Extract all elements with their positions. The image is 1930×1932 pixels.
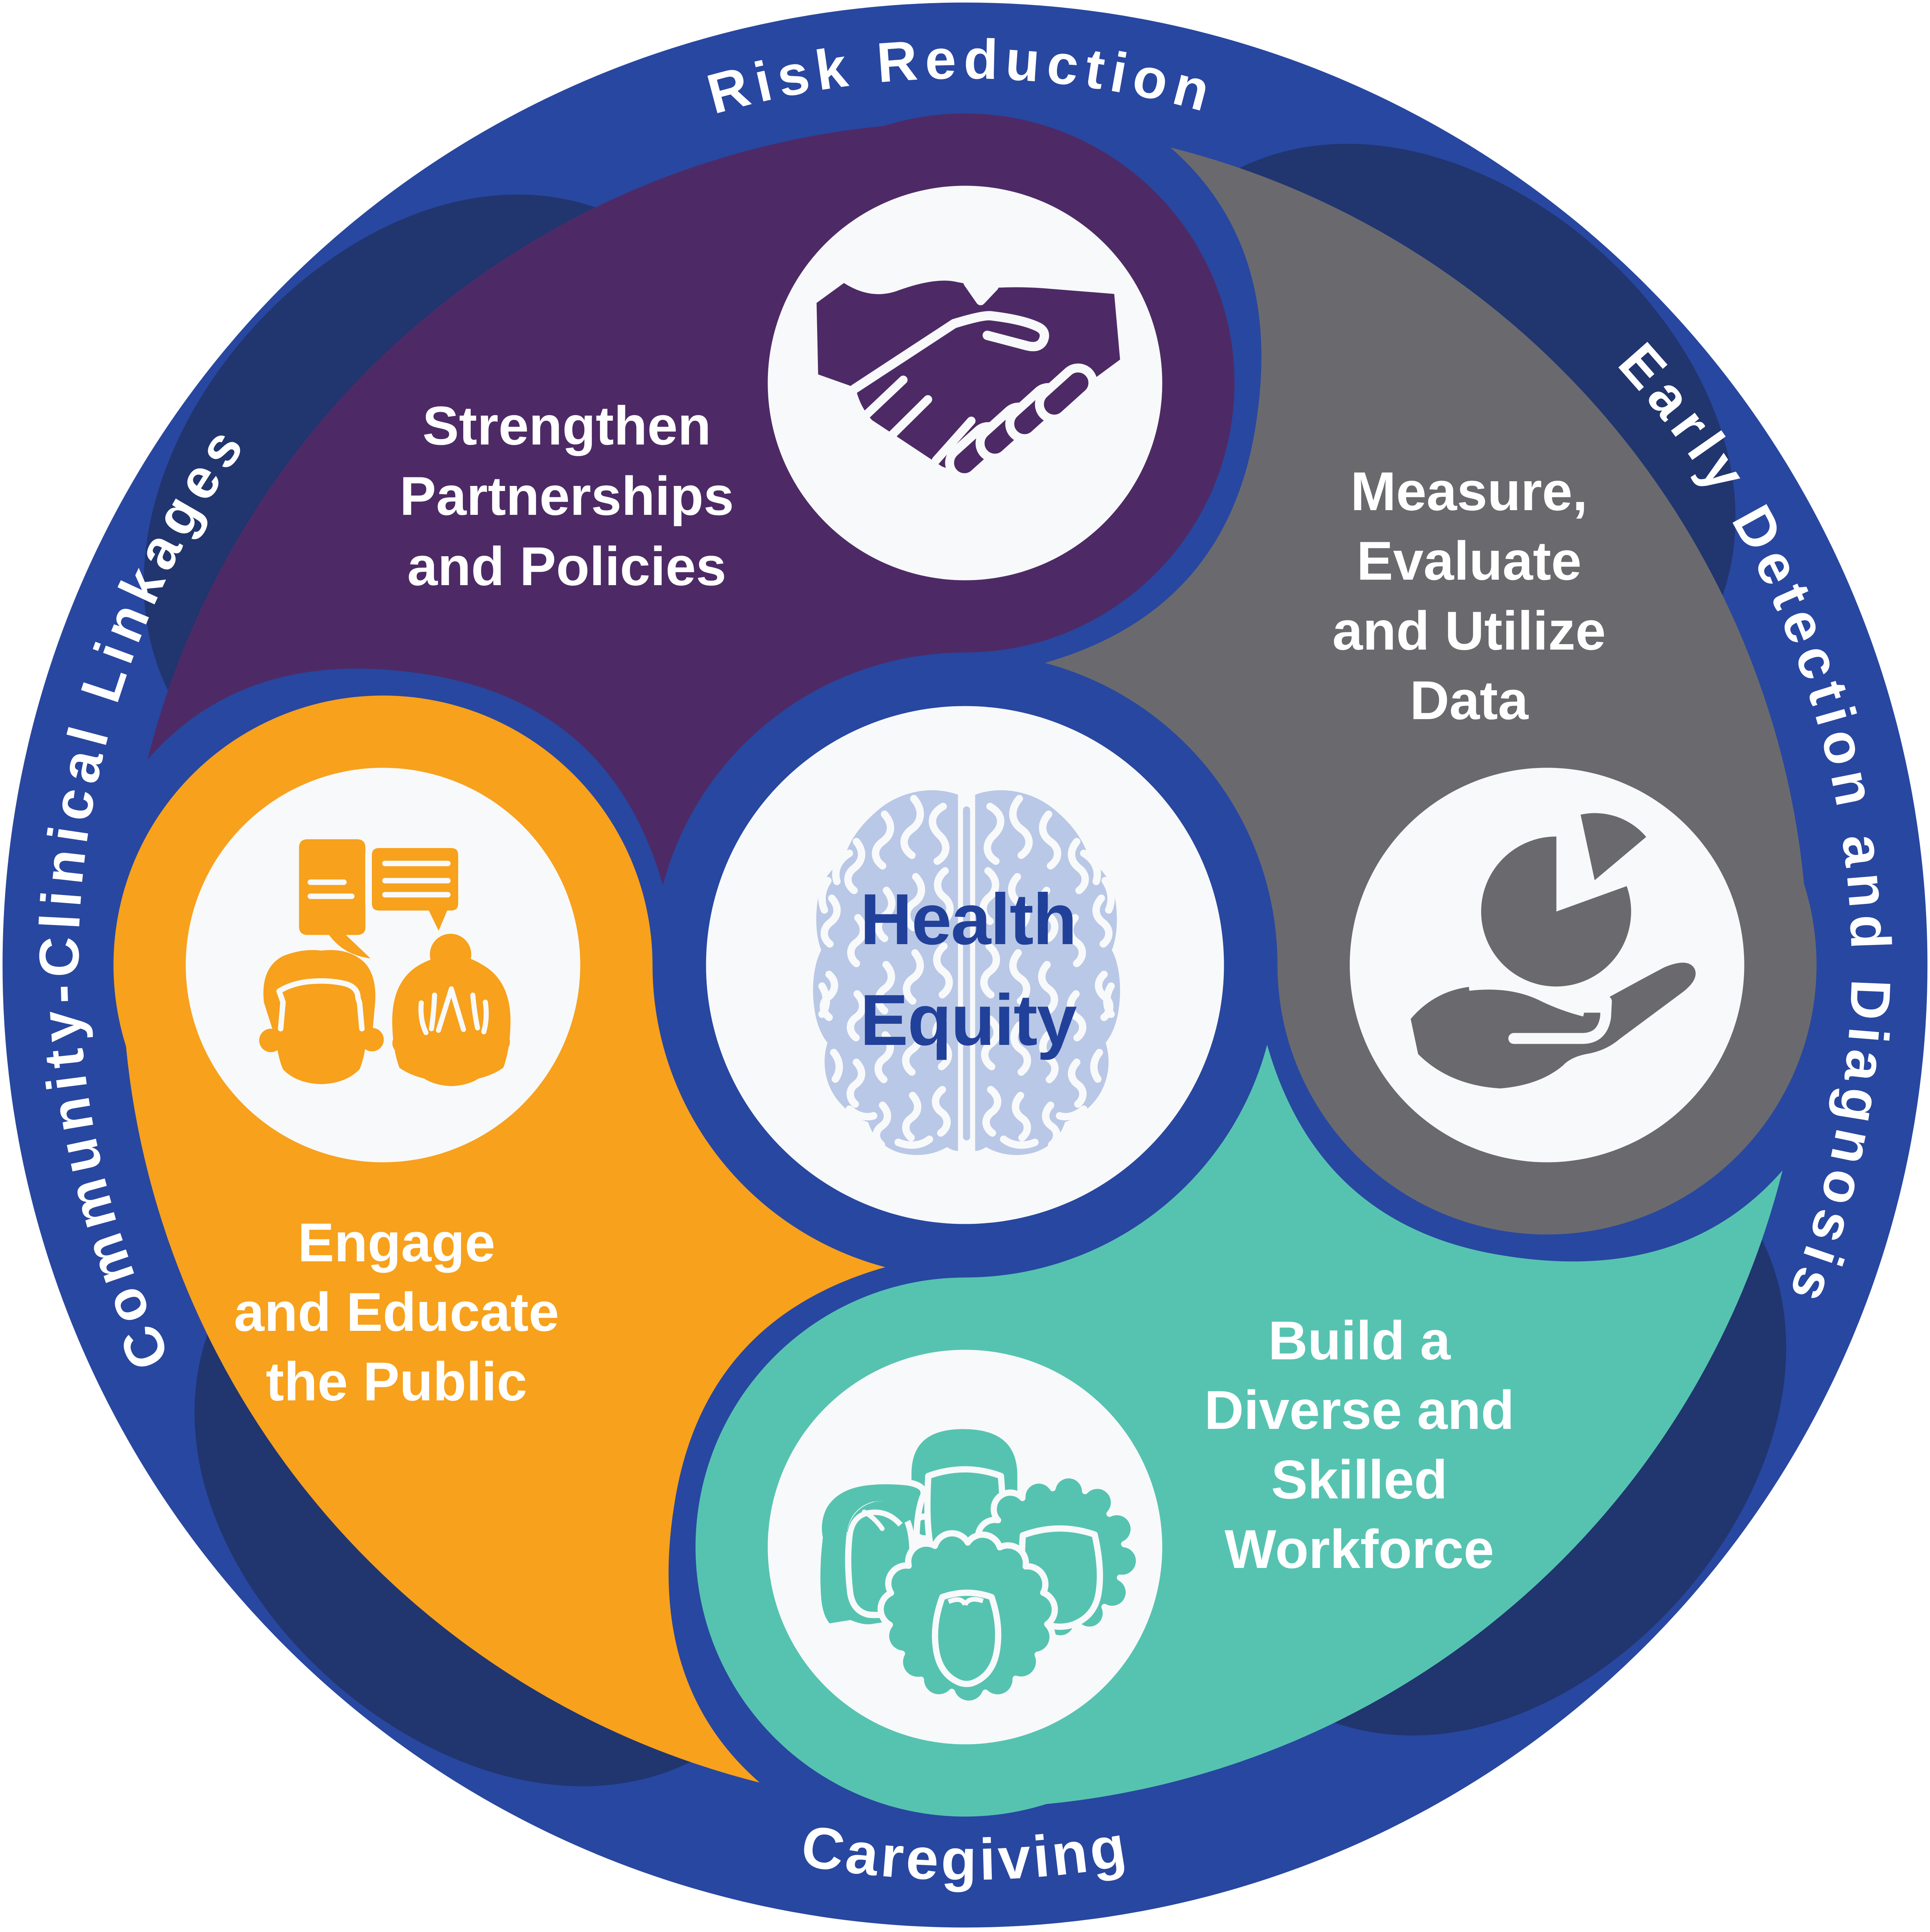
svg-text:Evaluate: Evaluate xyxy=(1357,530,1582,591)
svg-text:Workforce: Workforce xyxy=(1225,1518,1494,1580)
svg-text:Partnerships: Partnerships xyxy=(400,465,734,527)
svg-text:Engage: Engage xyxy=(298,1212,495,1273)
svg-text:Skilled: Skilled xyxy=(1271,1449,1447,1510)
svg-text:Measure,: Measure, xyxy=(1351,461,1588,522)
svg-text:the Public: the Public xyxy=(266,1351,527,1412)
svg-text:Health: Health xyxy=(860,879,1076,960)
svg-text:and Policies: and Policies xyxy=(407,536,727,597)
svg-text:Equity: Equity xyxy=(860,980,1077,1061)
svg-text:Build a: Build a xyxy=(1268,1310,1451,1371)
svg-text:and Educate: and Educate xyxy=(234,1281,559,1343)
svg-text:Strengthen: Strengthen xyxy=(423,395,711,456)
svg-text:Diverse and: Diverse and xyxy=(1204,1379,1514,1441)
svg-text:Data: Data xyxy=(1410,670,1529,731)
svg-text:and Utilize: and Utilize xyxy=(1332,600,1606,661)
